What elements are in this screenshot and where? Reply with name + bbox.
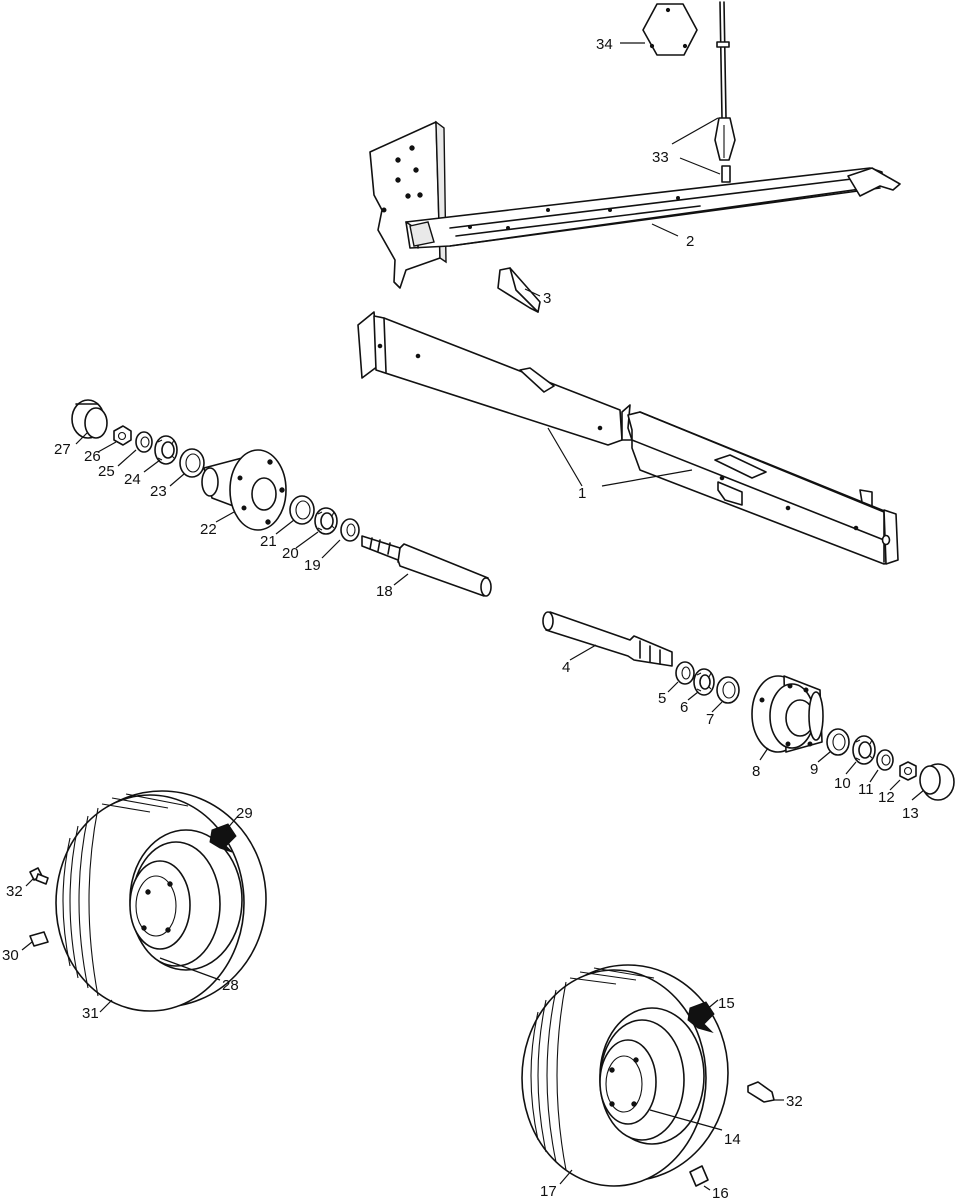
left-hub-assembly: 27 26 25 24 23 22 <box>54 399 492 600</box>
callout-23: 23 <box>150 483 167 500</box>
callout-25: 25 <box>98 463 115 480</box>
callout-33: 33 <box>652 149 669 166</box>
callout-5: 5 <box>658 690 666 707</box>
callout-32-left: 32 <box>6 883 23 900</box>
right-wheel: 15 14 17 32 16 <box>521 964 803 1202</box>
wedge-bracket: 3 <box>497 267 551 313</box>
right-hub-assembly: 4 5 6 7 8 9 <box>542 611 955 822</box>
reflector-plate: 34 <box>596 3 698 56</box>
callout-22: 22 <box>200 521 217 538</box>
callout-4: 4 <box>562 659 570 676</box>
callout-27: 27 <box>54 441 71 458</box>
callout-10: 10 <box>834 775 851 792</box>
callout-24: 24 <box>124 471 141 488</box>
callout-3: 3 <box>543 290 551 307</box>
callout-18: 18 <box>376 583 393 600</box>
callout-28: 28 <box>222 977 239 994</box>
callout-11: 11 <box>858 781 874 798</box>
callout-30: 30 <box>2 947 19 964</box>
callout-13: 13 <box>902 805 919 822</box>
callout-2: 2 <box>686 233 694 250</box>
callout-26: 26 <box>84 448 101 465</box>
callout-32-right: 32 <box>786 1093 803 1110</box>
callout-6: 6 <box>680 699 688 716</box>
jack-rod: 33 <box>652 1 736 183</box>
callout-34: 34 <box>596 36 613 53</box>
callout-17: 17 <box>540 1183 557 1200</box>
callout-21: 21 <box>260 533 277 550</box>
callout-8: 8 <box>752 763 760 780</box>
callout-29: 29 <box>236 805 253 822</box>
callout-7: 7 <box>706 711 714 728</box>
axle-frame: 1 <box>357 311 899 565</box>
tongue-assembly: 2 <box>369 120 901 289</box>
callout-9: 9 <box>810 761 818 778</box>
callout-31: 31 <box>82 1005 99 1022</box>
callout-1: 1 <box>578 485 586 502</box>
callout-15: 15 <box>718 995 735 1012</box>
callout-20: 20 <box>282 545 299 562</box>
callout-12: 12 <box>878 789 895 806</box>
callout-16: 16 <box>712 1185 729 1202</box>
callout-14: 14 <box>724 1131 741 1148</box>
callout-19: 19 <box>304 557 321 574</box>
left-wheel: 29 28 31 32 30 <box>2 790 267 1022</box>
